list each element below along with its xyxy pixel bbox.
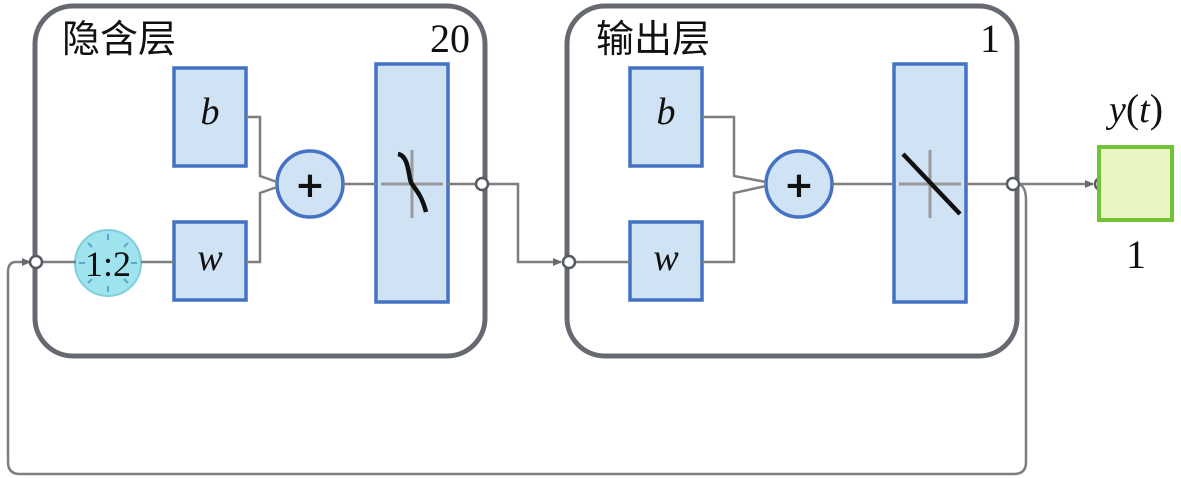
output-output-port [1005, 176, 1021, 192]
hidden-layer-title: 隐含层 [62, 17, 176, 61]
hidden-sum-symbol: + [295, 165, 325, 206]
hidden-layer: 隐含层 20 b w 1:2 + [32, 3, 488, 359]
hidden-bias-box [172, 66, 248, 168]
output-var: y [1105, 89, 1126, 131]
output-bias-label: b [657, 91, 676, 133]
output-box [1097, 145, 1174, 222]
hidden-layer-size: 20 [430, 16, 470, 61]
output-variable-label: y(t) [1105, 86, 1163, 131]
output-size: 1 [1126, 232, 1146, 277]
hidden-bias-label: b [201, 91, 220, 133]
wire-feedback-loop [6, 182, 1028, 476]
hidden-weight-label: w [197, 237, 223, 279]
purelin-icon [899, 150, 962, 218]
output-close-paren: ) [1150, 86, 1163, 131]
output-sum-symbol: + [784, 165, 814, 206]
output-weight-label: w [653, 237, 679, 279]
output-open-paren: ( [1126, 86, 1139, 131]
delay-clock-ticks [79, 234, 137, 292]
output-layer-title: 输出层 [596, 17, 710, 61]
wire-output-weight-to-sum [702, 184, 767, 264]
wire-output-bias-to-sum [702, 115, 767, 184]
output-arg: t [1139, 89, 1151, 131]
output-bias-box [628, 66, 704, 168]
wire-hidden-weight-to-sum [246, 185, 278, 264]
output-layer-size: 1 [980, 16, 1000, 61]
tapped-delay-line: 1:2 [74, 229, 142, 297]
connections [6, 115, 1094, 476]
output-layer: 输出层 1 b w + [564, 3, 1020, 359]
hidden-input-port [28, 254, 44, 270]
hidden-weight-box [172, 220, 248, 302]
final-output: y(t) 1 [1097, 86, 1174, 277]
wire-hidden-to-output-layer [488, 182, 562, 266]
delay-label: 1:2 [85, 244, 131, 284]
tansig-icon [381, 150, 443, 218]
hidden-output-port [474, 176, 490, 192]
wire-hidden-bias-to-sum [246, 115, 278, 184]
output-input-port [561, 254, 577, 270]
